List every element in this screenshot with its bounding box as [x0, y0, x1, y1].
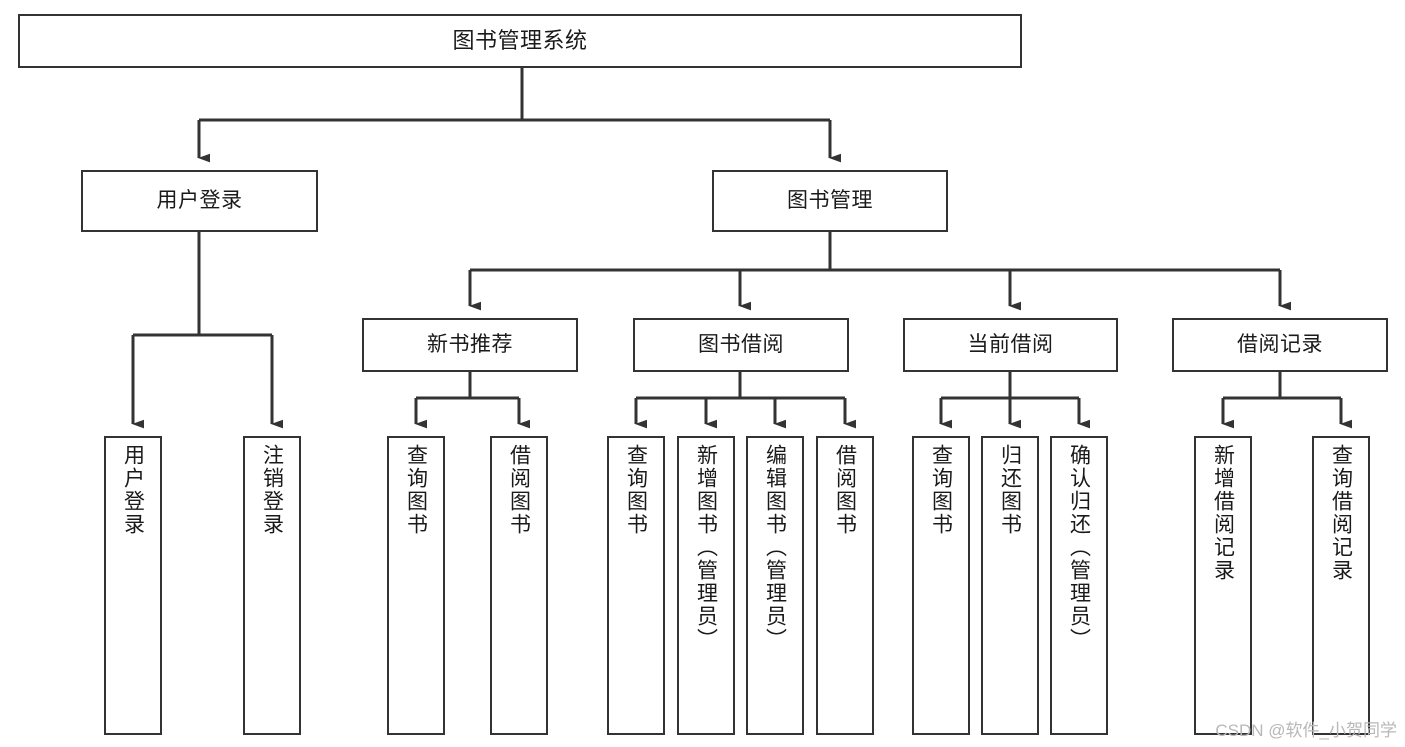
leaf-user-login-login-label: 用户登录: [121, 444, 145, 536]
node-new-book-recommend-label: 新书推荐: [427, 333, 513, 357]
leaf-borrow-edit-book-label: 编辑图书（管理员）: [763, 444, 787, 651]
node-book-management[interactable]: 图书管理: [712, 170, 948, 232]
leaf-current-return-book-label: 归还图书: [998, 444, 1022, 536]
leaf-borrow-query-book-label: 查询图书: [624, 444, 648, 536]
node-user-login[interactable]: 用户登录: [81, 170, 318, 232]
node-root[interactable]: 图书管理系统: [18, 14, 1022, 68]
csdn-watermark: CSDN @软件_小贺同学: [1215, 721, 1397, 740]
node-book-borrow-label: 图书借阅: [698, 333, 784, 357]
node-borrow-record[interactable]: 借阅记录: [1172, 318, 1388, 372]
leaf-user-login-logout[interactable]: 注销登录: [243, 436, 301, 735]
leaf-user-login-login[interactable]: 用户登录: [104, 436, 162, 735]
node-current-borrow-label: 当前借阅: [967, 333, 1054, 357]
node-borrow-record-label: 借阅记录: [1237, 333, 1323, 357]
leaf-current-confirm-return-label: 确认归还（管理员）: [1067, 444, 1091, 651]
leaf-current-query-book-label: 查询图书: [929, 444, 953, 536]
node-root-label: 图书管理系统: [452, 27, 588, 53]
leaf-recommend-query-book[interactable]: 查询图书: [387, 436, 445, 735]
node-current-borrow[interactable]: 当前借阅: [903, 318, 1118, 372]
leaf-borrow-edit-book[interactable]: 编辑图书（管理员）: [746, 436, 804, 735]
leaf-recommend-query-book-label: 查询图书: [404, 444, 428, 536]
leaf-record-add-record[interactable]: 新增借阅记录: [1194, 436, 1252, 735]
leaf-user-login-logout-label: 注销登录: [260, 444, 284, 536]
leaf-borrow-add-book-label: 新增图书（管理员）: [694, 444, 718, 651]
node-book-management-label: 图书管理: [787, 189, 873, 213]
leaf-record-query-record-label: 查询借阅记录: [1329, 444, 1353, 582]
leaf-borrow-add-book[interactable]: 新增图书（管理员）: [677, 436, 735, 735]
leaf-borrow-borrow-book-label: 借阅图书: [833, 444, 857, 536]
node-user-login-label: 用户登录: [156, 189, 243, 213]
node-book-borrow[interactable]: 图书借阅: [633, 318, 849, 372]
leaf-current-return-book[interactable]: 归还图书: [981, 436, 1039, 735]
node-new-book-recommend[interactable]: 新书推荐: [362, 318, 578, 372]
leaf-borrow-query-book[interactable]: 查询图书: [607, 436, 665, 735]
leaf-current-confirm-return[interactable]: 确认归还（管理员）: [1050, 436, 1108, 735]
leaf-current-query-book[interactable]: 查询图书: [912, 436, 970, 735]
leaf-recommend-borrow-book[interactable]: 借阅图书: [490, 436, 548, 735]
leaf-record-add-record-label: 新增借阅记录: [1211, 444, 1235, 582]
leaf-record-query-record[interactable]: 查询借阅记录: [1312, 436, 1370, 735]
leaf-recommend-borrow-book-label: 借阅图书: [507, 444, 531, 536]
leaf-borrow-borrow-book[interactable]: 借阅图书: [816, 436, 874, 735]
